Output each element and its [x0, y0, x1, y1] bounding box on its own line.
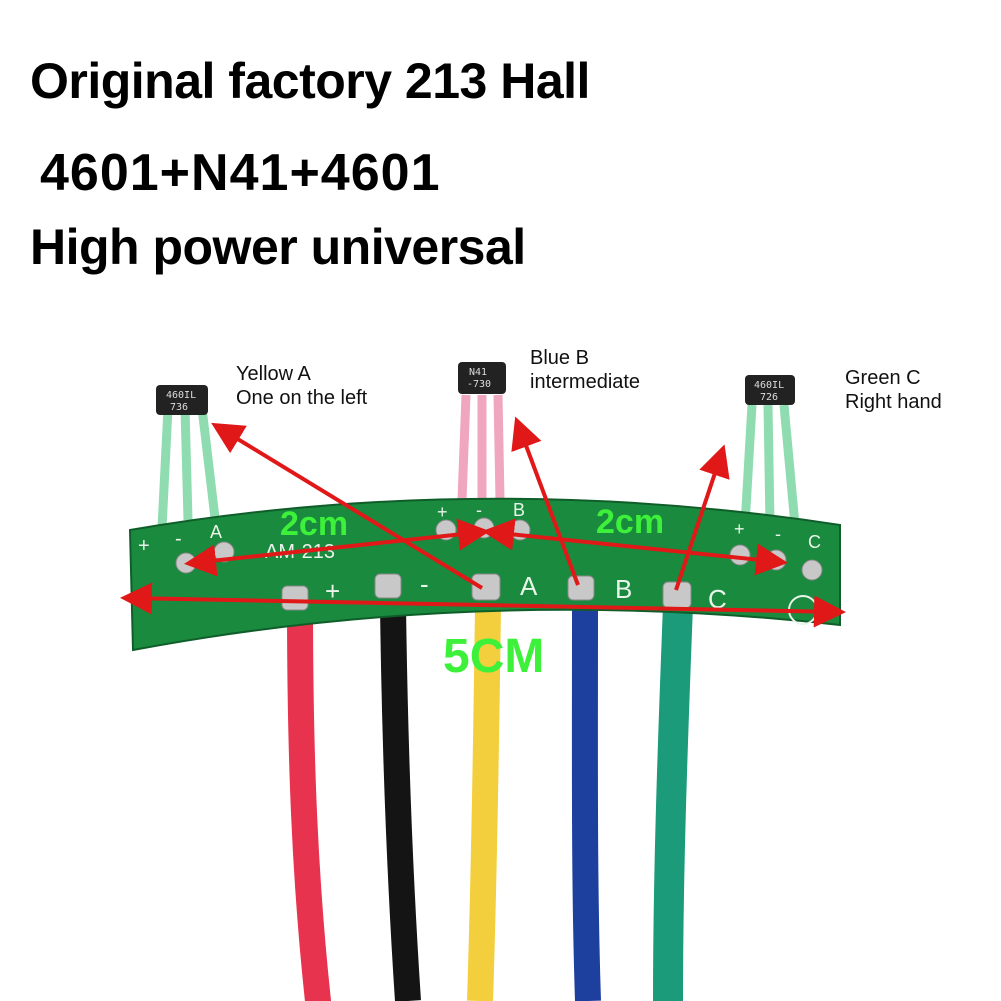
svg-text:+: +: [437, 502, 448, 522]
wire-red: [287, 592, 331, 1001]
dimension-spacing-left: 2cm: [280, 505, 348, 543]
sensor-chip-left: 460IL 736: [156, 385, 208, 415]
callout-middle-note: intermediate: [530, 371, 640, 393]
arrow-total-length: [120, 582, 846, 628]
svg-text:B: B: [615, 574, 632, 604]
callout-right-label: Green C: [845, 367, 921, 389]
svg-text:+: +: [138, 535, 150, 557]
svg-text:C: C: [808, 532, 821, 552]
svg-text:-730: -730: [467, 379, 491, 390]
middle-sensor-leads: [457, 394, 505, 501]
dimension-total-length: 5CM: [443, 630, 544, 683]
headline-subtitle: High power universal: [30, 219, 526, 275]
arrow-spacing-right: [482, 518, 788, 576]
sensor-leads: [157, 394, 800, 529]
svg-text:B: B: [513, 500, 525, 520]
wire-blue: [571, 604, 601, 1001]
callout-left-label: Yellow A: [236, 363, 312, 385]
svg-text:726: 726: [760, 392, 778, 403]
callout-middle-label: Blue B: [530, 347, 589, 369]
sensor-chip-right: 460IL 726: [745, 375, 795, 405]
wire-black: [380, 604, 421, 1001]
left-sensor-leads: [157, 407, 220, 529]
svg-text:736: 736: [170, 402, 188, 413]
svg-text:-: -: [175, 528, 182, 550]
wire-green: [653, 604, 693, 1001]
wire-yellow: [467, 604, 501, 1001]
svg-text:-: -: [775, 524, 781, 544]
sensor-chip-middle: N41 -730: [458, 362, 506, 394]
headline-models: 4601+N41+4601: [40, 144, 441, 202]
callout-right-note: Right hand: [845, 391, 942, 413]
svg-text:460IL: 460IL: [754, 380, 784, 391]
callout-left-note: One on the left: [236, 387, 368, 409]
arrow-spacing-left: [184, 518, 490, 577]
svg-text:+: +: [734, 519, 745, 539]
headline-title: Original factory 213 Hall: [30, 53, 590, 109]
svg-text:N41: N41: [469, 367, 487, 378]
svg-text:A: A: [520, 571, 538, 601]
svg-text:-: -: [420, 569, 429, 599]
pointer-arrows: [120, 416, 846, 628]
wires: [287, 592, 693, 1001]
svg-text:460IL: 460IL: [166, 390, 196, 401]
svg-text:A: A: [210, 522, 222, 542]
svg-text:-: -: [476, 500, 482, 520]
right-sensor-leads: [740, 404, 800, 526]
dimension-spacing-right: 2cm: [596, 503, 664, 541]
